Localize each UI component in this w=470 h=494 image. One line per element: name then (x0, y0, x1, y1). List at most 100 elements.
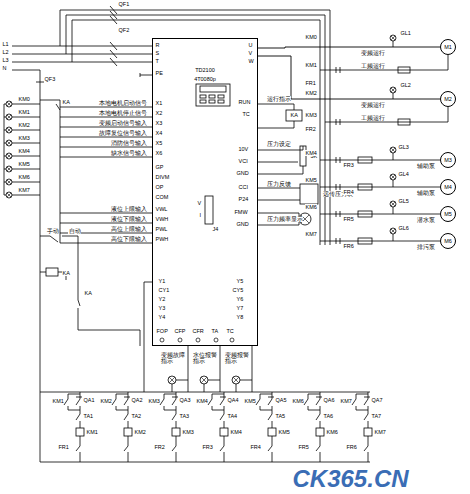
wire (393, 153, 394, 160)
terminal-label: QA3 (179, 397, 191, 403)
terminal-label: W (248, 58, 254, 64)
motor-circle: M1 (440, 39, 456, 55)
terminal-label: GP (155, 164, 164, 170)
wire (336, 238, 337, 244)
terminal-label: Y2 (158, 296, 166, 302)
wire (66, 15, 325, 54)
wire (68, 394, 80, 399)
terminal-label: FR5 (343, 216, 354, 222)
wire (64, 399, 68, 405)
wire (325, 15, 326, 245)
wire (50, 236, 58, 242)
wire (258, 166, 303, 174)
wire (12, 54, 152, 55)
terminal-label: X1 (155, 100, 163, 106)
wire (268, 414, 272, 420)
lamp-symbol (6, 192, 12, 198)
wire (320, 187, 440, 188)
wire (140, 75, 152, 76)
terminal-label: QA7 (371, 397, 383, 403)
lamp-symbol (6, 166, 12, 172)
lamp-cross (7, 193, 11, 197)
wire (220, 397, 226, 398)
wire (336, 211, 337, 217)
wire (220, 414, 224, 420)
motor-name: M6 (444, 238, 452, 244)
terminal-label: X4 (155, 130, 163, 136)
wire (356, 394, 368, 399)
lamp-cross (233, 377, 239, 383)
terminal-label: KM1 (18, 109, 30, 115)
wire (80, 436, 81, 446)
terminal-label: TA2 (131, 413, 142, 419)
motor-circle: M2 (440, 91, 456, 107)
wire (330, 10, 331, 245)
terminal-label: 本地电机启动信号 (98, 100, 147, 106)
terminal-label: KM6 (18, 174, 30, 180)
terminal-label: KM5 (244, 398, 256, 404)
terminal-label: X2 (155, 110, 163, 116)
terminal (178, 338, 182, 342)
terminal-label: KM7 (340, 398, 352, 404)
lamp-symbol (232, 376, 240, 384)
wire (40, 462, 370, 463)
terminal-label: FR2 (305, 126, 316, 132)
terminal-label: KM3 (182, 429, 194, 435)
motor-circle: M6 (440, 233, 456, 249)
lamp-cross (7, 102, 11, 106)
terminal-label: KM5 (305, 177, 317, 183)
component-symbol (205, 196, 213, 224)
component-symbol (196, 84, 230, 106)
terminal-label: 高位下限输入 (110, 236, 147, 242)
wire (12, 169, 40, 170)
terminal-label: KM5 (278, 429, 290, 435)
component-symbol (300, 184, 318, 204)
motor-name: M3 (444, 157, 452, 163)
component-symbol (209, 95, 215, 98)
terminal-label: KM3 (18, 135, 30, 141)
wire (316, 397, 322, 398)
wire (128, 392, 129, 399)
wire (80, 421, 81, 428)
lamp-cross (391, 148, 395, 152)
terminal-label: TA (211, 328, 219, 334)
lamp-cross (7, 141, 11, 145)
wire (176, 452, 177, 462)
lamp-symbol (390, 147, 396, 153)
motor-name: M4 (444, 184, 452, 190)
motor-circle: M3 (440, 152, 456, 168)
wire (12, 46, 152, 47)
wire (256, 399, 260, 405)
terminal-label: N (2, 65, 7, 71)
lamp-symbol (390, 228, 396, 234)
lamp-cross (391, 36, 395, 40)
wire (80, 452, 81, 462)
lamp-cross (7, 115, 11, 119)
terminal-label: CFP (174, 328, 186, 334)
component-symbol (358, 211, 372, 217)
terminal-label: QA1 (83, 397, 95, 403)
terminal-label: 消防信号输入 (110, 140, 147, 146)
terminal-label: KM0 (18, 96, 30, 102)
wire (258, 104, 294, 110)
wire (208, 399, 212, 405)
lamp-cross (7, 141, 11, 145)
wire (220, 346, 221, 392)
wire (320, 160, 440, 161)
terminal-label: 工频运行 (360, 115, 385, 121)
wire (68, 406, 80, 410)
wire (78, 300, 80, 306)
wire (316, 414, 320, 420)
wire (60, 127, 152, 128)
wire (60, 107, 152, 108)
wire (208, 380, 220, 381)
terminal-label: V (197, 200, 202, 206)
wire (240, 380, 252, 381)
terminal-label: FR4 (343, 189, 354, 195)
terminal-label: 压力设定 (266, 141, 291, 147)
wire (110, 42, 117, 50)
wire (212, 394, 224, 399)
wire (56, 104, 60, 110)
wire (144, 282, 152, 392)
